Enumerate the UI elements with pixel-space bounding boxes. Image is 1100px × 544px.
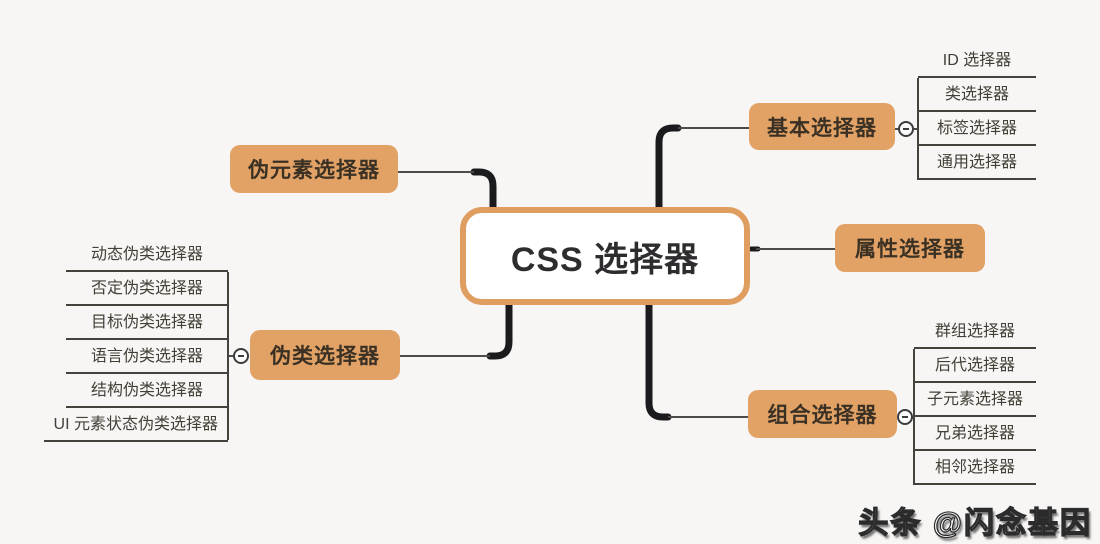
child-topic[interactable]: 相邻选择器: [914, 451, 1036, 485]
children-pseudo-class: 动态伪类选择器 否定伪类选择器 目标伪类选择器 语言伪类选择器 结构伪类选择器 …: [8, 238, 228, 442]
branch-node-pseudo-class[interactable]: 伪类选择器: [250, 330, 400, 380]
trunk-lines: [470, 124, 761, 421]
child-topic[interactable]: 通用选择器: [918, 146, 1036, 180]
branch-node-attribute[interactable]: 属性选择器: [835, 224, 985, 272]
child-topic[interactable]: ID 选择器: [918, 44, 1036, 78]
branch-node-pseudo-element[interactable]: 伪元素选择器: [230, 145, 398, 193]
child-topic[interactable]: 后代选择器: [914, 349, 1036, 383]
branch-node-basic[interactable]: 基本选择器: [749, 103, 895, 150]
children-rail-pseudo-class: [227, 272, 229, 440]
collapse-toggle-pseudo-class[interactable]: [233, 348, 249, 364]
child-topic[interactable]: 目标伪类选择器: [66, 306, 228, 340]
child-topic[interactable]: 兄弟选择器: [914, 417, 1036, 451]
trunk-basic: [655, 124, 682, 213]
children-combination: 群组选择器 后代选择器 子元素选择器 兄弟选择器 相邻选择器: [914, 315, 1036, 485]
watermark: 头条 @闪念基因: [858, 506, 1092, 540]
child-topic[interactable]: 否定伪类选择器: [66, 272, 228, 306]
child-topic[interactable]: 群组选择器: [914, 315, 1036, 349]
child-topic[interactable]: 标签选择器: [918, 112, 1036, 146]
branch-node-combination[interactable]: 组合选择器: [748, 390, 897, 438]
child-topic[interactable]: 类选择器: [918, 78, 1036, 112]
children-basic: ID 选择器 类选择器 标签选择器 通用选择器: [918, 44, 1036, 180]
child-topic[interactable]: 动态伪类选择器: [66, 238, 228, 272]
trunk-pseudo-element: [470, 168, 497, 213]
minus-icon: [238, 355, 244, 357]
child-topic[interactable]: 结构伪类选择器: [66, 374, 228, 408]
children-rail-basic: [917, 78, 919, 180]
collapse-toggle-basic[interactable]: [898, 121, 914, 137]
child-topic[interactable]: 语言伪类选择器: [66, 340, 228, 374]
root-node[interactable]: CSS 选择器: [460, 207, 750, 305]
minus-icon: [903, 128, 909, 130]
child-topic[interactable]: 子元素选择器: [914, 383, 1036, 417]
trunk-combination: [645, 299, 672, 421]
child-topic[interactable]: UI 元素状态伪类选择器: [43, 408, 228, 442]
minus-icon: [902, 416, 908, 418]
children-rail-combination: [913, 349, 915, 485]
collapse-toggle-combination[interactable]: [897, 409, 913, 425]
trunk-pseudo-class: [486, 299, 513, 360]
